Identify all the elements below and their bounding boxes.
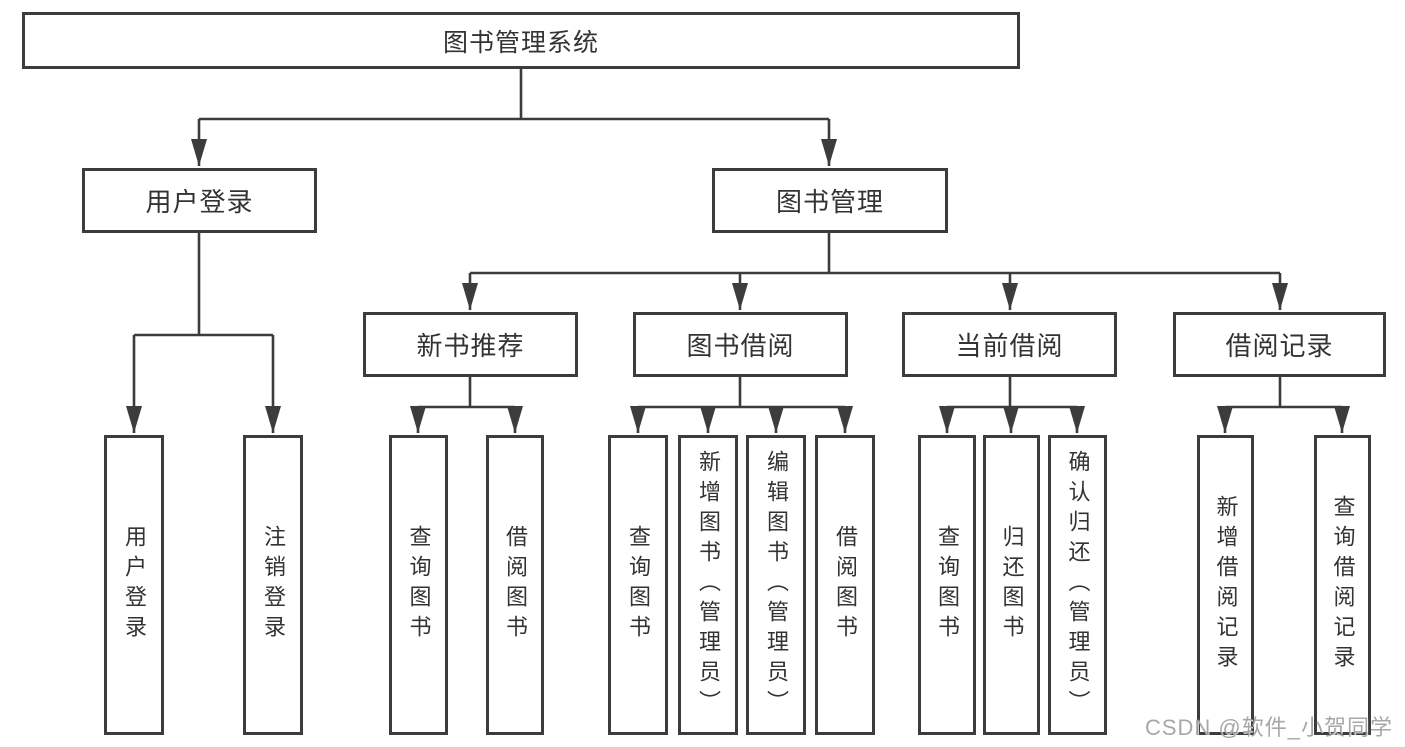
leaf-add-books-admin: 新增图书（管理员） (678, 435, 738, 735)
leaf-query-books-borrow: 查询图书 (608, 435, 668, 735)
csdn-watermark: CSDN @软件_小贺同学 (1144, 715, 1393, 740)
node-root: 图书管理系统 (22, 12, 1020, 69)
leaf-query-borrow-record: 查询借阅记录 (1314, 435, 1371, 735)
node-borrow-records: 借阅记录 (1173, 312, 1386, 377)
leaf-add-borrow-record: 新增借阅记录 (1197, 435, 1254, 735)
leaf-edit-books-admin: 编辑图书（管理员） (746, 435, 806, 735)
node-book-management: 图书管理 (712, 168, 948, 233)
node-user-login: 用户登录 (82, 168, 317, 233)
node-new-book-recommend: 新书推荐 (363, 312, 578, 377)
leaf-borrow-books-recommend: 借阅图书 (486, 435, 544, 735)
leaf-query-books-recommend: 查询图书 (389, 435, 448, 735)
node-book-borrow: 图书借阅 (633, 312, 848, 377)
leaf-return-books: 归还图书 (983, 435, 1040, 735)
leaf-confirm-return-admin: 确认归还（管理员） (1048, 435, 1107, 735)
leaf-logout: 注销登录 (243, 435, 303, 735)
leaf-user-login: 用户登录 (104, 435, 164, 735)
leaf-query-books-current: 查询图书 (918, 435, 976, 735)
leaf-borrow-books: 借阅图书 (815, 435, 875, 735)
node-current-borrow: 当前借阅 (902, 312, 1117, 377)
